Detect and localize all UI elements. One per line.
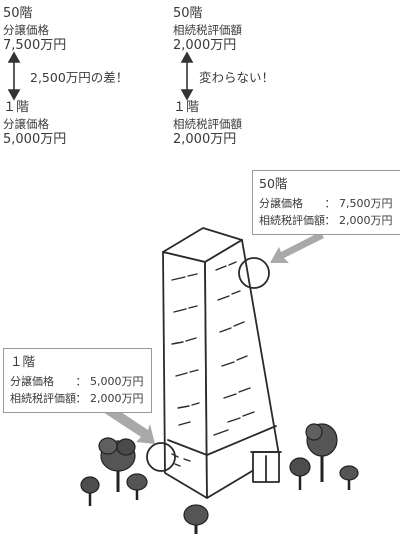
right-column: 50階 相続税評価額 2,000万円: [173, 6, 242, 54]
callout-bottom-tax-label: 相続税評価額: [10, 392, 76, 405]
callout-top-price-label: 分譲価格: [259, 197, 303, 210]
double-arrow-left: [7, 51, 21, 101]
pointer-arrow-top: [270, 228, 324, 263]
callout-bottom-row-price: 分譲価格 ： 5,000万円: [10, 373, 144, 390]
tree-bottom: [183, 504, 209, 534]
callout-bottom-price-value: 5,000万円: [90, 375, 144, 388]
callout-bottom-floor-title: １階: [10, 354, 36, 369]
left-top-value: 7,500万円: [3, 38, 67, 53]
right-diff-note: 変わらない！: [199, 70, 275, 85]
right-bottom-value: 2,000万円: [173, 132, 237, 147]
left-bottom-column: １階 分譲価格 5,000万円: [3, 100, 66, 148]
top-floor-circle: [238, 257, 270, 289]
left-bottom-label: 分譲価格: [3, 117, 49, 131]
callout-bottom-row-tax: 相続税評価額 ： 2,000万円: [10, 390, 144, 407]
callout-bottom-tax-value: 2,000万円: [90, 392, 144, 405]
left-bottom-floor: １階: [3, 100, 30, 115]
callout-top-tax-label: 相続税評価額: [259, 214, 325, 227]
left-top-label: 分譲価格: [3, 23, 49, 37]
callout-bottom-price-sep: ：: [75, 375, 87, 388]
right-bottom-column: １階 相続税評価額 2,000万円: [173, 100, 242, 148]
callout-top-tax-sep: ：: [324, 214, 336, 227]
tree-right-3: [339, 465, 359, 490]
left-column: 50階 分譲価格 7,500万円: [3, 6, 66, 54]
right-top-value: 2,000万円: [173, 38, 237, 53]
ground-floor-circle: [146, 442, 176, 472]
callout-bottom-tax-sep: ：: [75, 392, 87, 405]
left-top-floor: 50階: [3, 6, 33, 21]
callout-top-row-tax: 相続税評価額 ： 2,000万円: [259, 212, 393, 229]
callout-ground-floor: １階 分譲価格 ： 5,000万円 相続税評価額 ： 2,000万円: [3, 348, 152, 413]
callout-top-tax-value: 2,000万円: [339, 214, 393, 227]
left-bottom-value: 5,000万円: [3, 132, 67, 147]
callout-bottom-price-label: 分譲価格: [10, 375, 54, 388]
callout-top-price-sep: ：: [324, 197, 336, 210]
callout-top-row-price: 分譲価格 ： 7,500万円: [259, 195, 393, 212]
tree-left-3: [80, 476, 100, 506]
callout-top-floor-title: 50階: [259, 176, 288, 191]
right-bottom-floor: １階: [173, 100, 200, 115]
tree-left-1: [98, 437, 136, 492]
tree-left-2: [126, 473, 148, 500]
double-arrow-right: [180, 51, 194, 101]
right-top-label: 相続税評価額: [173, 23, 242, 37]
tree-right-1: [305, 423, 338, 482]
left-diff-note: 2,500万円の差！: [30, 70, 129, 85]
right-bottom-label: 相続税評価額: [173, 117, 242, 131]
right-top-floor: 50階: [173, 6, 203, 21]
window-marks: [171, 261, 255, 467]
tree-right-2: [289, 457, 311, 490]
callout-top-floor: 50階 分譲価格 ： 7,500万円 相続税評価額 ： 2,000万円: [252, 170, 400, 235]
tower-building: [162, 227, 282, 499]
callout-top-price-value: 7,500万円: [339, 197, 393, 210]
